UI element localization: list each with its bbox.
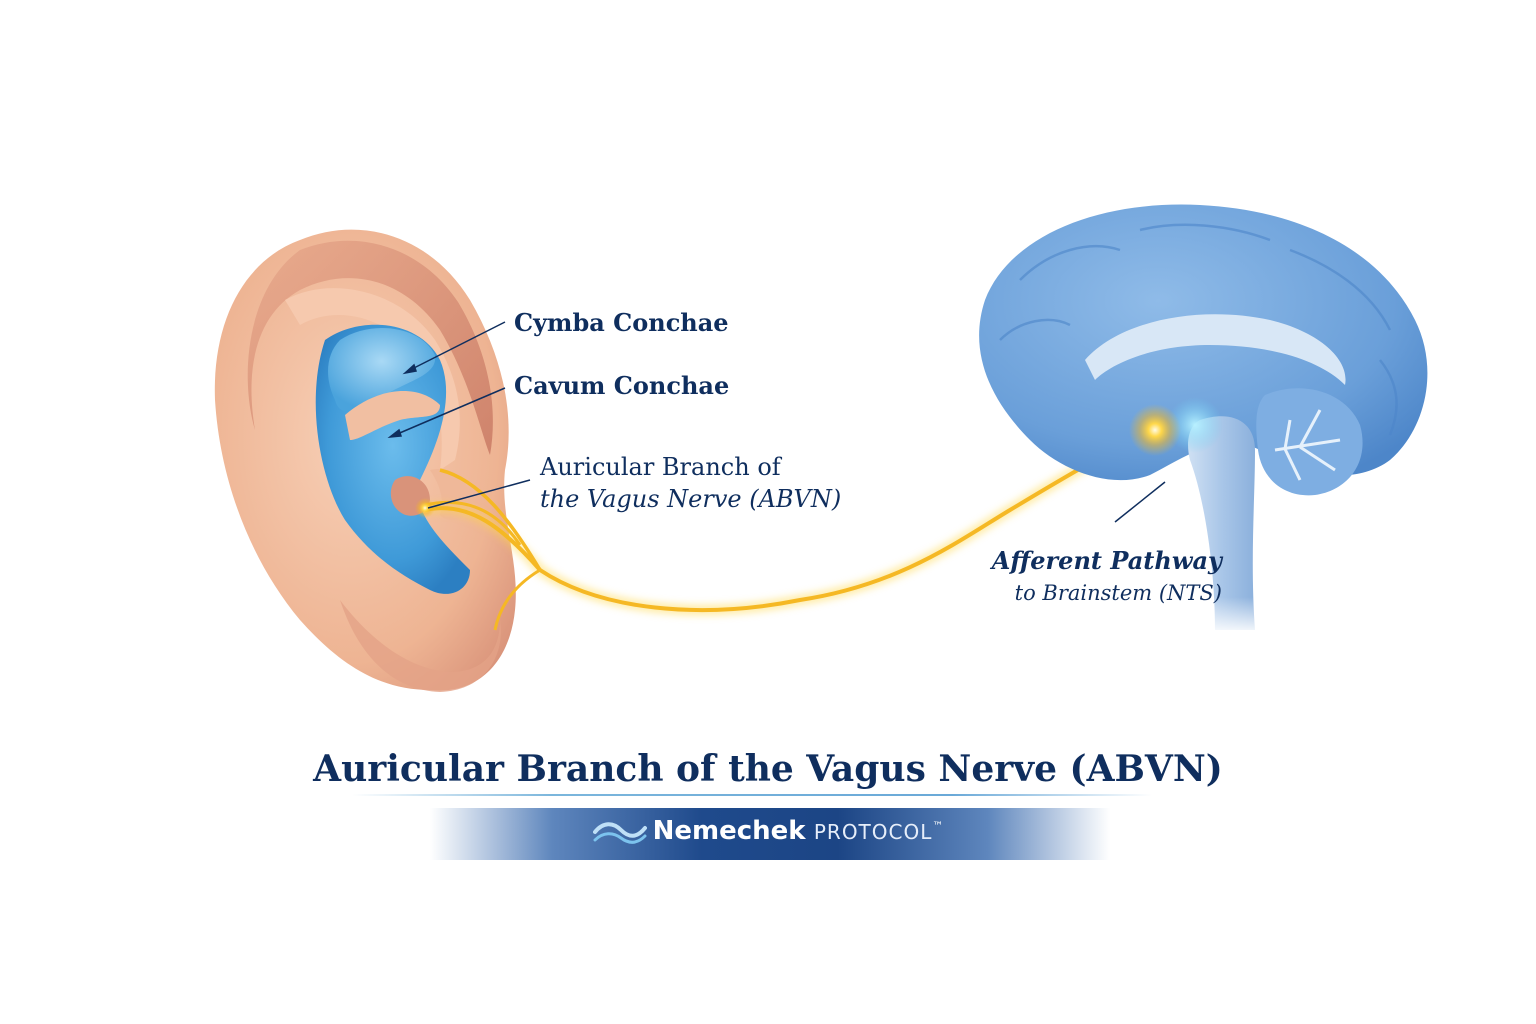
wave-logo-icon	[592, 821, 647, 844]
leader-cavum	[394, 387, 506, 436]
leader-afferent	[1114, 481, 1166, 523]
page-title: Auricular Branch of the Vagus Nerve (ABV…	[313, 748, 1223, 790]
nts-gold-glow	[1129, 404, 1181, 456]
ear-lobe	[340, 600, 501, 692]
label-abvn-line2: the Vagus Nerve (ABVN)	[540, 485, 842, 513]
ear-helix-rim	[247, 240, 493, 455]
ear-antihelix	[285, 288, 460, 470]
ear-nerve-glow	[415, 498, 435, 518]
cerebellum	[1256, 388, 1363, 496]
label-afferent-line1: Afferent Pathway	[991, 546, 1222, 575]
nerve-branch-upper	[439, 468, 542, 571]
nerve-pathway	[415, 425, 1158, 631]
brainstem-fade	[1180, 540, 1270, 635]
label-afferent: Afferent Pathway to Brainstem (NTS)	[990, 545, 1222, 609]
label-cymba-conchae: Cymba Conchae	[514, 308, 729, 337]
brand-logo: Nemechek PROTOCOL™	[0, 816, 1536, 846]
brand-trademark: ™	[932, 819, 944, 833]
brain-gyri	[999, 223, 1398, 436]
brand-name: Nemechek	[652, 816, 806, 846]
leader-abvn	[427, 479, 531, 509]
title-divider	[352, 794, 1152, 796]
nts-blue-glow	[1167, 397, 1223, 453]
cerebellum-arbor	[1274, 409, 1341, 481]
nerve-branch-middle	[424, 500, 522, 546]
nerve-branch-lower	[493, 568, 541, 631]
label-afferent-line2: to Brainstem (NTS)	[1014, 581, 1222, 605]
label-cavum-conchae: Cavum Conchae	[514, 371, 730, 400]
leader-lines	[387, 321, 1166, 523]
brand-suffix: PROTOCOL	[813, 820, 933, 844]
label-abvn-line1: Auricular Branch of	[540, 453, 781, 481]
ear	[214, 229, 516, 692]
antihelix-crus	[345, 391, 440, 440]
leader-cymba	[409, 321, 506, 371]
cymba-conchae	[328, 328, 436, 412]
nerve-main	[424, 428, 1156, 612]
brand-banner	[430, 808, 1110, 860]
label-abvn: Auricular Branch of the Vagus Nerve (ABV…	[540, 451, 841, 515]
corpus-callosum	[1085, 314, 1346, 385]
brain	[979, 204, 1428, 635]
